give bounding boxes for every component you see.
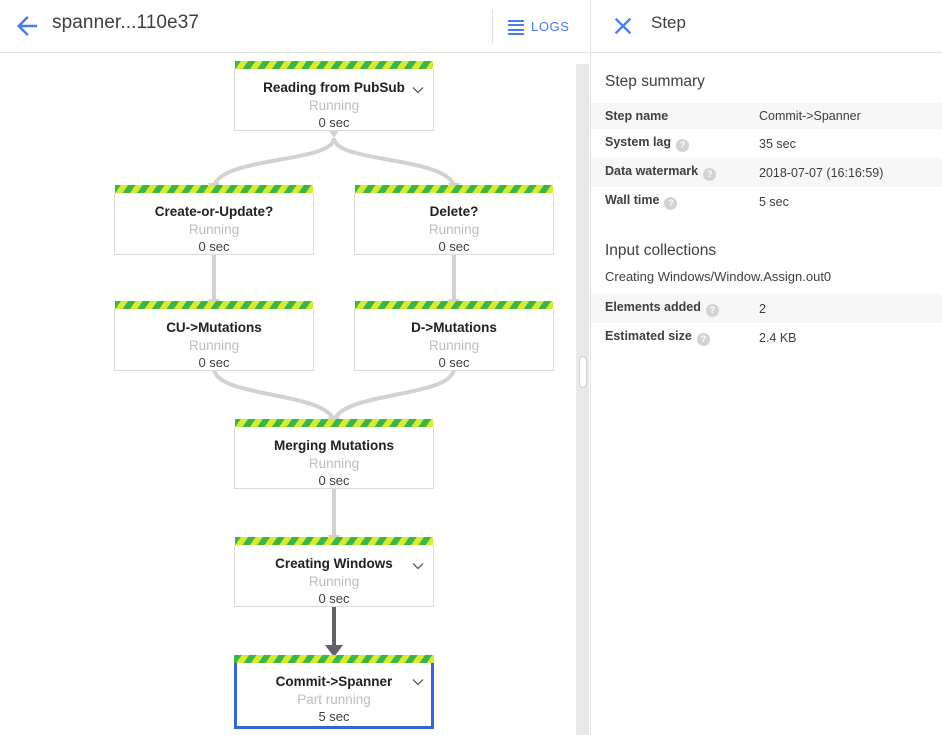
row-label: Elements added? <box>591 294 759 323</box>
node-time: 0 sec <box>318 591 350 606</box>
graph-node-create-or-update[interactable]: Create-or-Update? Running 0 sec <box>114 185 314 255</box>
row-value: 2.4 KB <box>759 330 797 345</box>
chevron-down-icon[interactable] <box>412 673 424 686</box>
node-title: Delete? <box>429 204 479 219</box>
node-status-stripe <box>235 419 433 427</box>
row-label-text: Wall time <box>605 193 660 207</box>
help-icon[interactable]: ? <box>703 168 717 181</box>
help-icon[interactable]: ? <box>664 197 678 210</box>
step-summary-heading: Step summary <box>605 73 705 90</box>
node-title: Creating Windows <box>275 556 393 571</box>
chevron-down-icon[interactable] <box>412 557 424 570</box>
table-row: Estimated size? 2.4 KB <box>591 323 942 352</box>
row-label-text: System lag <box>605 135 672 149</box>
node-status: Running <box>308 98 360 113</box>
node-status: Running <box>428 222 480 237</box>
node-status-stripe <box>234 655 434 663</box>
row-label: Wall time? <box>591 187 759 216</box>
graph-node-d-mutations[interactable]: D->Mutations Running 0 sec <box>354 301 554 371</box>
node-status: Running <box>308 456 360 471</box>
node-status: Part running <box>297 692 371 707</box>
graph-edges <box>208 129 460 657</box>
step-panel-header: Step <box>591 0 942 53</box>
node-title: Commit->Spanner <box>275 674 393 689</box>
node-status: Running <box>428 338 480 353</box>
row-label-text: Data watermark <box>605 164 699 178</box>
graph-node-merging-mutations[interactable]: Merging Mutations Running 0 sec <box>234 419 434 489</box>
row-value: 2018-07-07 (16:16:59) <box>759 165 884 180</box>
page-title: spanner...110e37 <box>52 12 200 33</box>
table-row: System lag? 35 sec <box>591 129 942 158</box>
row-label: Data watermark? <box>591 158 759 187</box>
node-title: D->Mutations <box>411 320 497 335</box>
graph-node-creating-windows[interactable]: Creating Windows Running 0 sec <box>234 537 434 607</box>
chevron-down-icon[interactable] <box>412 81 424 94</box>
job-graph-canvas[interactable]: Reading from PubSub Running 0 sec Create… <box>0 53 578 735</box>
help-icon[interactable]: ? <box>676 139 690 152</box>
node-status-stripe <box>355 185 553 193</box>
logs-button[interactable]: LOGS <box>508 13 570 39</box>
node-time: 0 sec <box>318 115 350 130</box>
graph-node-cu-mutations[interactable]: CU->Mutations Running 0 sec <box>114 301 314 371</box>
logs-button-label: LOGS <box>531 18 570 34</box>
node-status-stripe <box>355 301 553 309</box>
row-value: 2 <box>759 301 766 316</box>
table-row: Elements added? 2 <box>591 294 942 323</box>
node-status-stripe <box>235 537 433 545</box>
input-collections-table: Elements added? 2 Estimated size? 2.4 KB <box>591 294 942 352</box>
step-details-body: Step summary Step name Commit->Spanner S… <box>591 53 942 735</box>
node-status-stripe <box>115 301 313 309</box>
job-header: spanner...110e37 LOGS <box>0 0 589 53</box>
scrollbar-thumb[interactable] <box>578 356 587 388</box>
back-arrow-icon[interactable] <box>12 11 42 41</box>
input-collections-heading: Input collections <box>605 242 717 259</box>
node-title: Create-or-Update? <box>154 204 274 219</box>
graph-vertical-scrollbar[interactable] <box>576 64 589 735</box>
graph-node-commit-spanner[interactable]: Commit->Spanner Part running 5 sec <box>234 655 434 729</box>
table-row: Wall time? 5 sec <box>591 187 942 216</box>
row-value: 5 sec <box>759 194 789 209</box>
row-label: System lag? <box>591 129 759 158</box>
node-title: Merging Mutations <box>274 438 394 453</box>
table-row: Step name Commit->Spanner <box>591 103 942 129</box>
row-value: 35 sec <box>759 136 796 151</box>
node-status: Running <box>308 574 360 589</box>
close-icon[interactable] <box>609 12 637 40</box>
header-divider <box>492 10 493 43</box>
help-icon[interactable]: ? <box>705 304 719 317</box>
row-label: Step name <box>591 103 759 129</box>
node-time: 0 sec <box>198 355 230 370</box>
node-time: 0 sec <box>318 473 350 488</box>
hamburger-icon <box>508 19 524 35</box>
row-label: Estimated size? <box>591 323 759 352</box>
node-status: Running <box>188 222 240 237</box>
help-icon[interactable]: ? <box>696 333 710 346</box>
node-time: 5 sec <box>318 709 350 724</box>
node-status-stripe <box>235 61 433 69</box>
row-label-text: Step name <box>605 109 669 123</box>
node-time: 0 sec <box>198 239 230 254</box>
step-details-pane: Step Step summary Step name Commit->Span… <box>590 0 942 735</box>
row-label-text: Estimated size <box>605 329 692 343</box>
graph-node-delete[interactable]: Delete? Running 0 sec <box>354 185 554 255</box>
node-time: 0 sec <box>438 239 470 254</box>
table-row: Data watermark? 2018-07-07 (16:16:59) <box>591 158 942 187</box>
step-summary-table: Step name Commit->Spanner System lag? 35… <box>591 103 942 216</box>
node-status-stripe <box>115 185 313 193</box>
panel-title: Step <box>651 13 686 32</box>
graph-node-reading-from-pubsub[interactable]: Reading from PubSub Running 0 sec <box>234 61 434 131</box>
input-collection-name: Creating Windows/Window.Assign.out0 <box>605 269 832 284</box>
node-title: Reading from PubSub <box>263 80 405 95</box>
node-title: CU->Mutations <box>166 320 262 335</box>
node-status: Running <box>188 338 240 353</box>
row-value: Commit->Spanner <box>759 109 861 123</box>
row-label-text: Elements added <box>605 300 701 314</box>
job-graph-pane: spanner...110e37 LOGS <box>0 0 589 735</box>
node-time: 0 sec <box>438 355 470 370</box>
